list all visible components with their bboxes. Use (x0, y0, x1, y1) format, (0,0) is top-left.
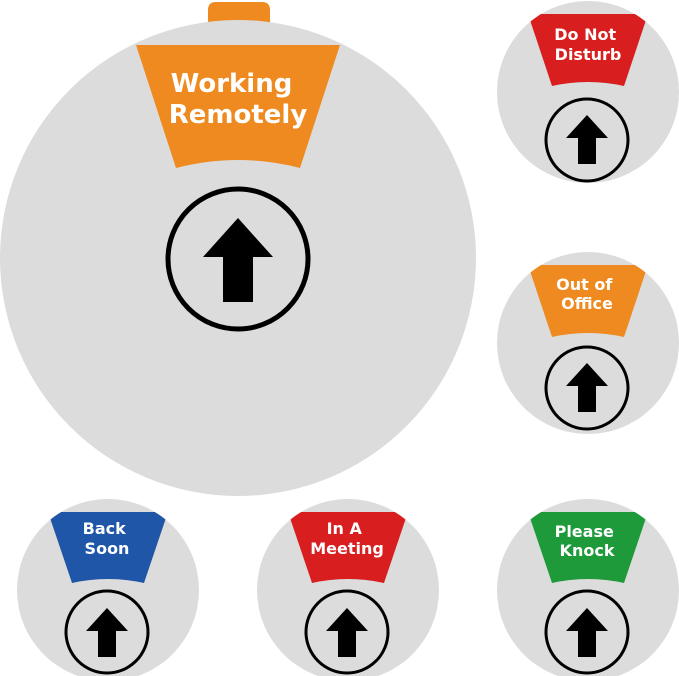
status-line-2: Soon (85, 539, 130, 558)
status-line-1: Please (555, 522, 614, 541)
up-arrow-icon (326, 608, 368, 657)
svg-text:Working Remotely: Working Remotely (169, 69, 308, 130)
status-line-1: Working (171, 69, 293, 99)
status-segment (288, 512, 408, 583)
status-line-1: Back (83, 519, 126, 538)
status-line-1: Do Not (554, 25, 616, 44)
sign-please-knock: Please Knock (497, 499, 679, 676)
status-segment (528, 512, 648, 583)
sign-do-not-disturb: Do Not Disturb (497, 1, 679, 183)
sign-back-soon: Back Soon (17, 499, 199, 676)
svg-text:Out of Office: Out of Office (556, 275, 618, 313)
svg-text:Please Knock: Please Knock (555, 522, 620, 560)
up-arrow-icon (566, 115, 608, 164)
sign-out-of-office: Out of Office (497, 252, 679, 434)
status-line-1: In A (327, 519, 363, 538)
status-segment (48, 512, 168, 583)
status-segment (528, 265, 648, 337)
svg-text:Do Not Disturb: Do Not Disturb (554, 25, 621, 64)
up-arrow-icon (566, 363, 608, 412)
status-line-2: Meeting (310, 539, 384, 558)
sign-working-remotely: Working Remotely (0, 2, 476, 496)
arrow-ring (544, 589, 630, 675)
status-line-1: Out of (556, 275, 613, 294)
hanging-tab (208, 2, 270, 24)
status-segment (136, 45, 340, 168)
arrow-ring (544, 345, 630, 431)
svg-text:In A Meeting: In A Meeting (310, 519, 384, 558)
up-arrow-icon (566, 608, 608, 657)
arrow-ring (165, 186, 311, 332)
sign-in-a-meeting: In A Meeting (257, 499, 439, 676)
arrow-ring (544, 97, 630, 183)
status-segment (528, 14, 648, 86)
status-line-2: Knock (560, 541, 615, 560)
status-line-2: Office (561, 294, 613, 313)
status-line-2: Disturb (555, 45, 622, 64)
arrow-ring (64, 589, 150, 675)
status-line-2: Remotely (169, 100, 308, 130)
up-arrow-icon (203, 218, 273, 302)
up-arrow-icon (86, 608, 128, 657)
svg-text:Back Soon: Back Soon (83, 519, 132, 558)
arrow-ring (304, 589, 390, 675)
